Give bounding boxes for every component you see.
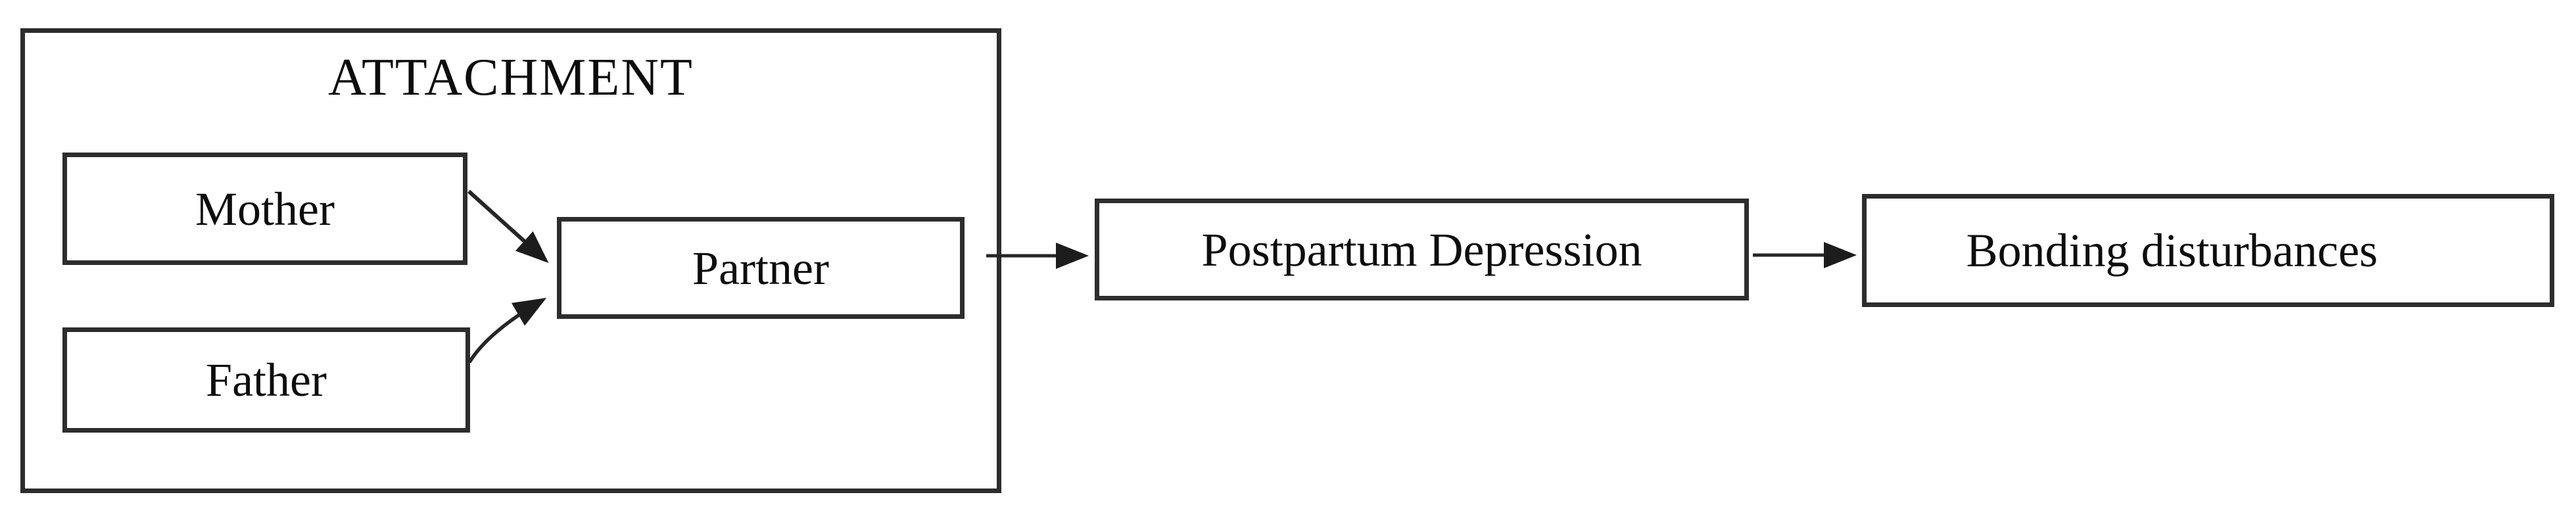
node-partner-label: Partner bbox=[692, 241, 829, 295]
node-postpartum-depression-label: Postpartum Depression bbox=[1201, 223, 1642, 276]
node-father-label: Father bbox=[206, 354, 327, 406]
node-postpartum-depression: Postpartum Depression bbox=[1095, 199, 1749, 300]
node-mother: Mother bbox=[62, 153, 467, 265]
node-bonding-disturbances: Bonding disturbances bbox=[1862, 194, 2554, 307]
node-father: Father bbox=[62, 327, 470, 433]
attachment-group-title: ATTACHMENT bbox=[328, 49, 694, 107]
node-bonding-disturbances-label: Bonding disturbances bbox=[1966, 224, 2378, 277]
node-partner: Partner bbox=[557, 217, 965, 319]
node-mother-label: Mother bbox=[195, 182, 335, 235]
